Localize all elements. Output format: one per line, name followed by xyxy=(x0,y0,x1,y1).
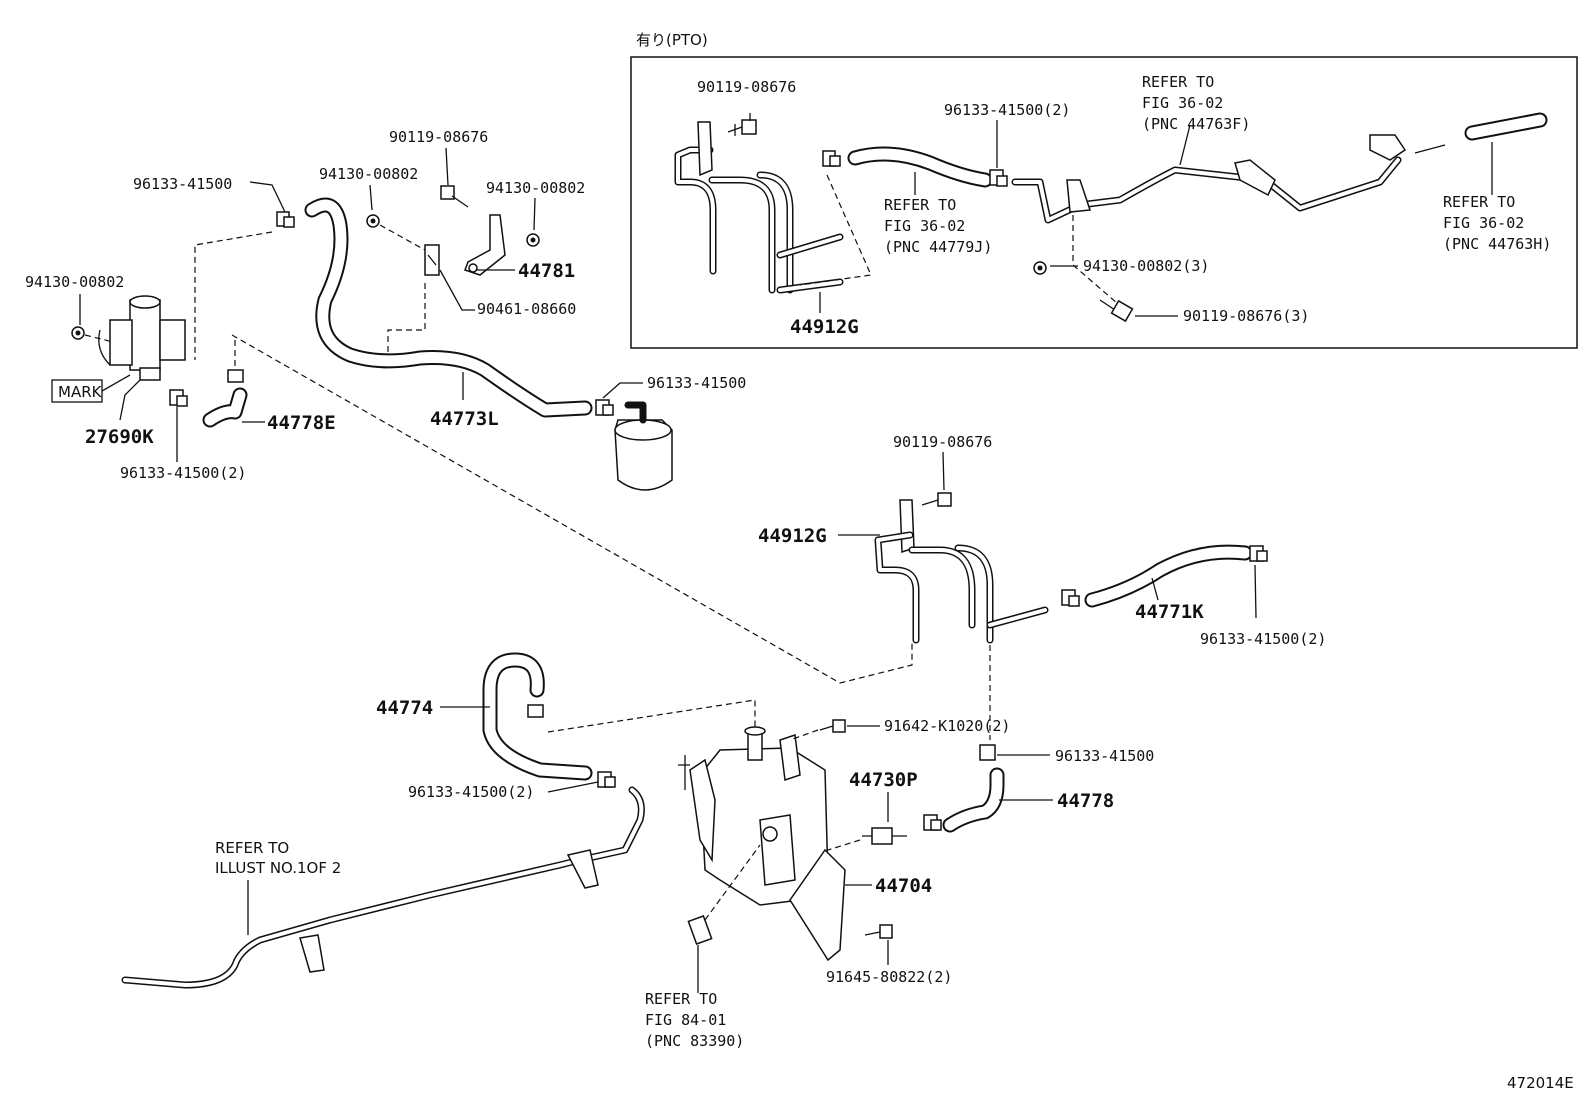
nut-top-label: 94130-00802 xyxy=(319,165,418,183)
pto-title: 有り(PTO) xyxy=(636,31,708,49)
bolt-mid-label: 90119-08676 xyxy=(893,433,992,451)
reservoir-44704-label: 44704 xyxy=(875,875,932,897)
bolt-91642-label: 91642-K1020(2) xyxy=(884,717,1010,735)
pto-bolt-label: 90119-08676 xyxy=(697,78,796,96)
clip-2-left-icon xyxy=(169,389,188,407)
bolt-91642-icon xyxy=(819,719,846,733)
figure-id: 472014E xyxy=(1507,1074,1574,1092)
clamp-90461-icon xyxy=(424,244,440,276)
clip-44774-icon xyxy=(527,704,544,718)
bolt-mid-icon xyxy=(921,492,952,507)
clip-small-icon xyxy=(227,369,244,383)
pto-nut-label: 94130-00802(3) xyxy=(1083,257,1209,275)
clip-filter-label: 96133-41500 xyxy=(647,374,746,392)
pto-bolt-icon xyxy=(727,119,757,136)
nut-top-right-label: 94130-00802 xyxy=(486,179,585,197)
reservoir-44704 xyxy=(678,726,846,962)
clip-top-left-label: 96133-41500 xyxy=(133,175,232,193)
hose-44773l-label: 44773L xyxy=(430,408,499,430)
clip-right-label: 96133-41500 xyxy=(1055,747,1154,765)
pto-clip2-icon xyxy=(989,169,1008,187)
nut-left-label: 94130-00802 xyxy=(25,273,124,291)
hose-44774-label: 44774 xyxy=(376,697,433,719)
pto-nut-icon xyxy=(1033,261,1047,275)
fitting-44730p-icon xyxy=(862,827,907,845)
fitting-44730p-label: 44730P xyxy=(849,769,918,791)
mark-label: MARK xyxy=(58,383,103,401)
pto-clip-label: 96133-41500(2) xyxy=(944,101,1070,119)
clamp-90461-label: 90461-08660 xyxy=(477,300,576,318)
clip-filter-icon xyxy=(595,399,614,416)
bolt-91645-icon xyxy=(864,924,893,939)
hose-44778-label: 44778 xyxy=(1057,790,1114,812)
clip-44778-icon xyxy=(923,814,942,831)
switch-83390-icon xyxy=(687,915,713,945)
clip-mid-2-label: 96133-41500(2) xyxy=(408,783,534,801)
clip-right-2-icon xyxy=(1249,545,1268,562)
clip-2-left-label: 96133-41500(2) xyxy=(120,464,246,482)
clip-mid-2-icon xyxy=(597,771,616,788)
pto-bolt3-icon xyxy=(1099,299,1134,323)
pto-bolt3-label: 90119-08676(3) xyxy=(1183,307,1309,325)
pto-bracket-pipe-label: 44912G xyxy=(790,316,859,338)
bolt-91645-label: 91645-80822(2) xyxy=(826,968,952,986)
bracket-44781 xyxy=(464,214,506,276)
pto-frame xyxy=(630,56,1578,349)
pto-bracket-pipe xyxy=(674,121,844,294)
bracket-44781-label: 44781 xyxy=(518,260,575,282)
bracket-pipe-44912g xyxy=(874,499,1049,644)
bracket-pipe-44912g-label: 44912G xyxy=(758,525,827,547)
bolt-top-icon xyxy=(440,185,469,208)
pto-clip-icon xyxy=(822,150,841,167)
clip-right-2-label: 96133-41500(2) xyxy=(1200,630,1326,648)
filter-canister xyxy=(614,401,673,491)
pto-inset: 有り(PTO) 90119-08676 xyxy=(630,31,1578,349)
valve-27690k-label: 27690K xyxy=(85,426,154,448)
valve-27690k xyxy=(98,295,186,381)
hose-44778e-label: 44778E xyxy=(267,412,336,434)
hose-44771k-label: 44771K xyxy=(1135,601,1204,623)
clip-44771k-icon xyxy=(1061,589,1080,607)
clip-top-left-icon xyxy=(276,211,295,228)
clip-right-icon xyxy=(979,744,996,761)
bolt-top-label: 90119-08676 xyxy=(389,128,488,146)
